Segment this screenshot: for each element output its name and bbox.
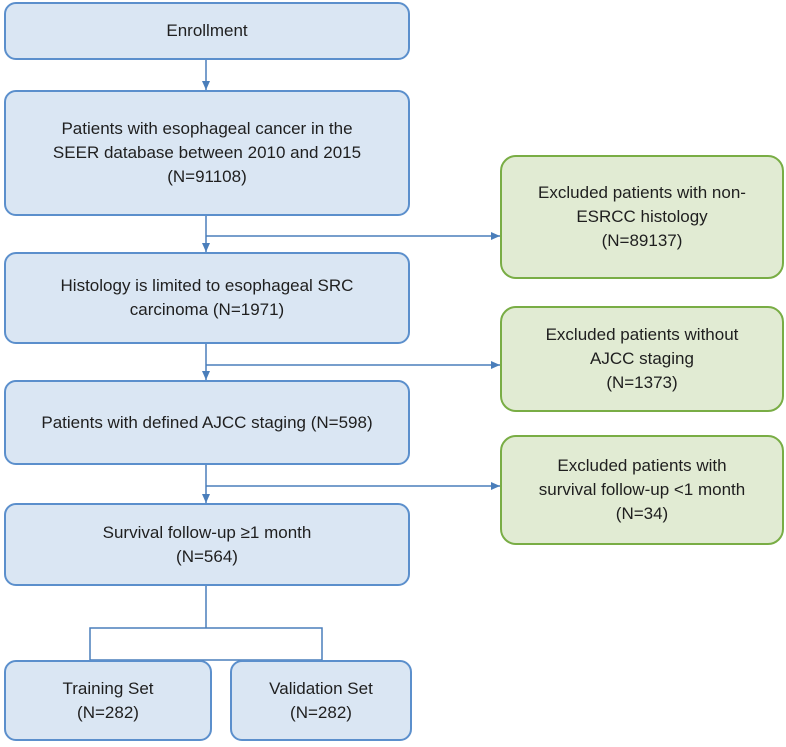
seer-label: Patients with esophageal cancer in the S… (52, 119, 362, 186)
survival-label: Survival follow-up ≥1 month (N=564) (102, 522, 312, 566)
validation-set-label: Validation Set (N=282) (269, 678, 373, 722)
training-set-label: Training Set (N=282) (62, 678, 154, 722)
excluded-histology-label: Excluded patients with non- ESRCC histol… (538, 183, 746, 250)
excluded-histology-box: Excluded patients with non- ESRCC histol… (500, 155, 784, 279)
ajcc-box: Patients with defined AJCC staging (N=59… (4, 380, 410, 465)
excluded-survival-label: Excluded patients with survival follow-u… (538, 456, 746, 523)
histology-label: Histology is limited to esophageal SRC c… (60, 276, 354, 319)
split-connector (89, 586, 323, 661)
histology-box: Histology is limited to esophageal SRC c… (4, 252, 410, 344)
validation-set-box: Validation Set (N=282) (230, 660, 412, 741)
survival-box: Survival follow-up ≥1 month (N=564) (4, 503, 410, 586)
seer-box: Patients with esophageal cancer in the S… (4, 90, 410, 216)
excluded-ajcc-box: Excluded patients without AJCC staging (… (500, 306, 784, 412)
excluded-survival-box: Excluded patients with survival follow-u… (500, 435, 784, 545)
enrollment-label: Enrollment (166, 21, 248, 40)
ajcc-label: Patients with defined AJCC staging (N=59… (41, 412, 373, 432)
excluded-ajcc-label: Excluded patients without AJCC staging (… (545, 325, 739, 392)
training-set-box: Training Set (N=282) (4, 660, 212, 741)
enrollment-box: Enrollment (4, 2, 410, 60)
